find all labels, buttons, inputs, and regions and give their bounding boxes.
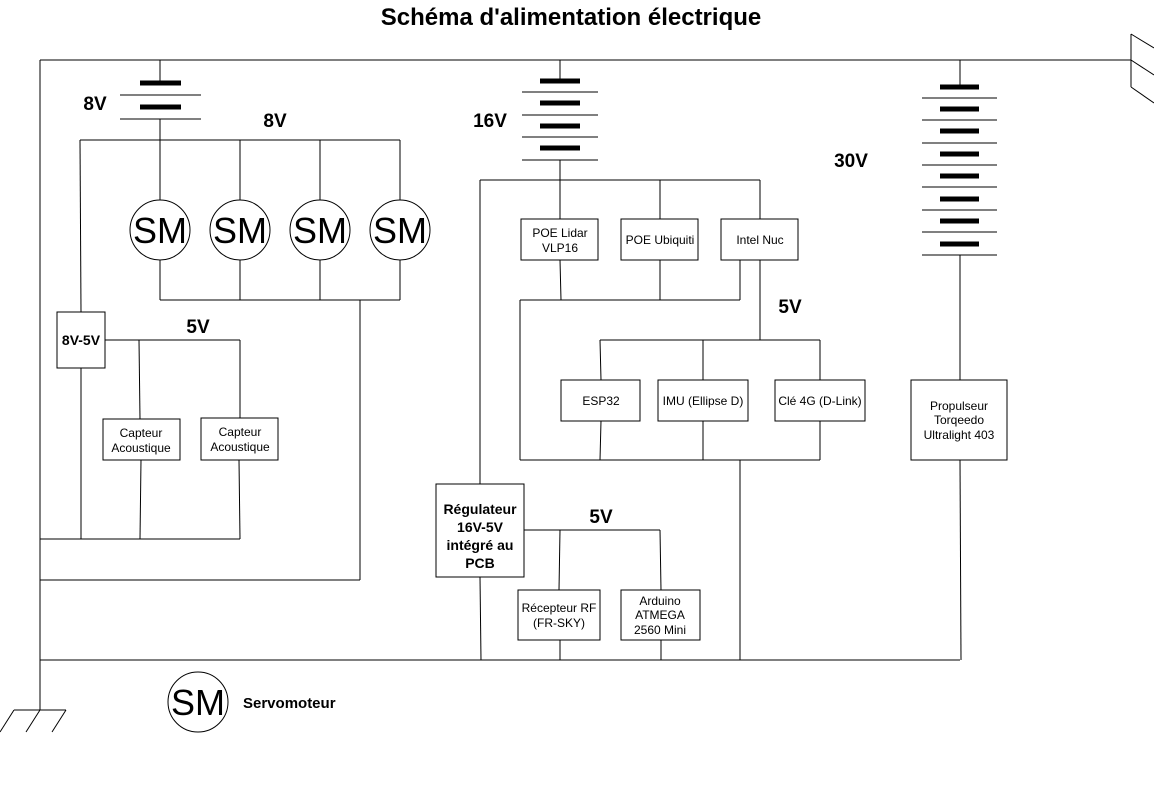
servo-motor-icon bbox=[289, 199, 351, 261]
battery-30v-icon bbox=[922, 60, 997, 661]
poe-lidar: POE Lidar VLP16 bbox=[520, 218, 599, 261]
poe-lidar-label-line-2: VLP16 bbox=[542, 241, 578, 255]
legend-symbol: SM bbox=[171, 682, 225, 723]
esp32-label: ESP32 bbox=[582, 394, 620, 408]
servo-2-label: SM bbox=[213, 210, 267, 251]
acoustic-sensor-2-label-line-1: Capteur bbox=[219, 425, 262, 439]
regulator-label-line-1: Régulateur bbox=[443, 501, 517, 517]
bus-5v-regulator-label: 5V bbox=[589, 507, 613, 528]
wires-16v-section bbox=[479, 179, 821, 661]
imu: IMU (Ellipse D) bbox=[657, 379, 749, 422]
acoustic-sensor-2-label-line-2: Acoustique bbox=[210, 440, 270, 454]
bus-5v-left-label: 5V bbox=[186, 317, 210, 338]
battery-16v-icon bbox=[522, 60, 598, 219]
propulsor-label-line-3: Ultralight 403 bbox=[924, 428, 995, 442]
servo-4: SM bbox=[369, 199, 431, 261]
rf-receiver-label-line-1: Récepteur RF bbox=[522, 601, 597, 615]
propulsor: Propulseur Torqeedo Ultralight 403 bbox=[910, 379, 1008, 461]
legend: SM Servomoteur bbox=[167, 671, 336, 733]
intel-nuc: Intel Nuc bbox=[720, 218, 799, 261]
ground-icon-left bbox=[0, 709, 67, 733]
battery-8v-icon bbox=[120, 60, 201, 140]
bus-8v-label: 8V bbox=[263, 111, 287, 132]
poe-ubiquiti-label: POE Ubiquiti bbox=[626, 233, 695, 247]
wires-8v-section bbox=[40, 139, 401, 581]
servo-1: SM bbox=[129, 199, 191, 261]
intel-nuc-label: Intel Nuc bbox=[736, 233, 783, 247]
regulator-label-line-3: intégré au bbox=[447, 537, 514, 553]
acoustic-sensor-1-label-line-1: Capteur bbox=[120, 426, 163, 440]
propulsor-label-line-2: Torqeedo bbox=[934, 413, 984, 427]
esp32: ESP32 bbox=[560, 379, 641, 422]
legend-label: Servomoteur bbox=[243, 695, 336, 712]
rf-receiver-label-line-2: (FR-SKY) bbox=[533, 616, 585, 630]
converter-8v-5v: 8V-5V bbox=[56, 311, 106, 369]
poe-lidar-label-line-1: POE Lidar bbox=[532, 226, 587, 240]
servo-motor-icon bbox=[369, 199, 431, 261]
propulsor-label-line-1: Propulseur bbox=[930, 399, 988, 413]
modem-4g: Clé 4G (D-Link) bbox=[774, 379, 866, 422]
arduino: Arduino ATMEGA 2560 Mini bbox=[620, 589, 701, 641]
acoustic-sensor-2: Capteur Acoustique bbox=[200, 417, 279, 461]
battery-30v-label: 30V bbox=[834, 151, 868, 172]
acoustic-sensor-1: Capteur Acoustique bbox=[102, 418, 181, 461]
poe-ubiquiti: POE Ubiquiti bbox=[620, 218, 699, 261]
servo-motor-icon bbox=[167, 671, 229, 733]
rf-receiver: Récepteur RF (FR-SKY) bbox=[517, 589, 601, 641]
servo-4-label: SM bbox=[373, 210, 427, 251]
servo-motor-icon bbox=[129, 199, 191, 261]
servo-motor-icon bbox=[209, 199, 271, 261]
servo-3-label: SM bbox=[293, 210, 347, 251]
diagram-title: Schéma d'alimentation électrique bbox=[381, 4, 761, 31]
servo-2: SM bbox=[209, 199, 271, 261]
battery-16v-label: 16V bbox=[473, 111, 507, 132]
servo-3: SM bbox=[289, 199, 351, 261]
regulator-label-line-4: PCB bbox=[465, 555, 495, 571]
arduino-label-line-3: 2560 Mini bbox=[634, 623, 686, 637]
bus-5v-middle-label: 5V bbox=[778, 297, 802, 318]
converter-8v-5v-label: 8V-5V bbox=[62, 332, 101, 348]
imu-label: IMU (Ellipse D) bbox=[663, 394, 744, 408]
regulator: Régulateur 16V-5V intégré au PCB bbox=[435, 483, 525, 578]
ground-icon-right bbox=[1130, 33, 1154, 104]
arduino-label-line-2: ATMEGA bbox=[635, 608, 685, 622]
battery-8v-label: 8V bbox=[83, 94, 107, 115]
wires-main bbox=[39, 59, 1131, 710]
regulator-label-line-2: 16V-5V bbox=[457, 519, 504, 535]
arduino-label-line-1: Arduino bbox=[639, 594, 681, 608]
modem-4g-label: Clé 4G (D-Link) bbox=[778, 394, 861, 408]
servo-1-label: SM bbox=[133, 210, 187, 251]
acoustic-sensor-1-label-line-2: Acoustique bbox=[111, 441, 171, 455]
